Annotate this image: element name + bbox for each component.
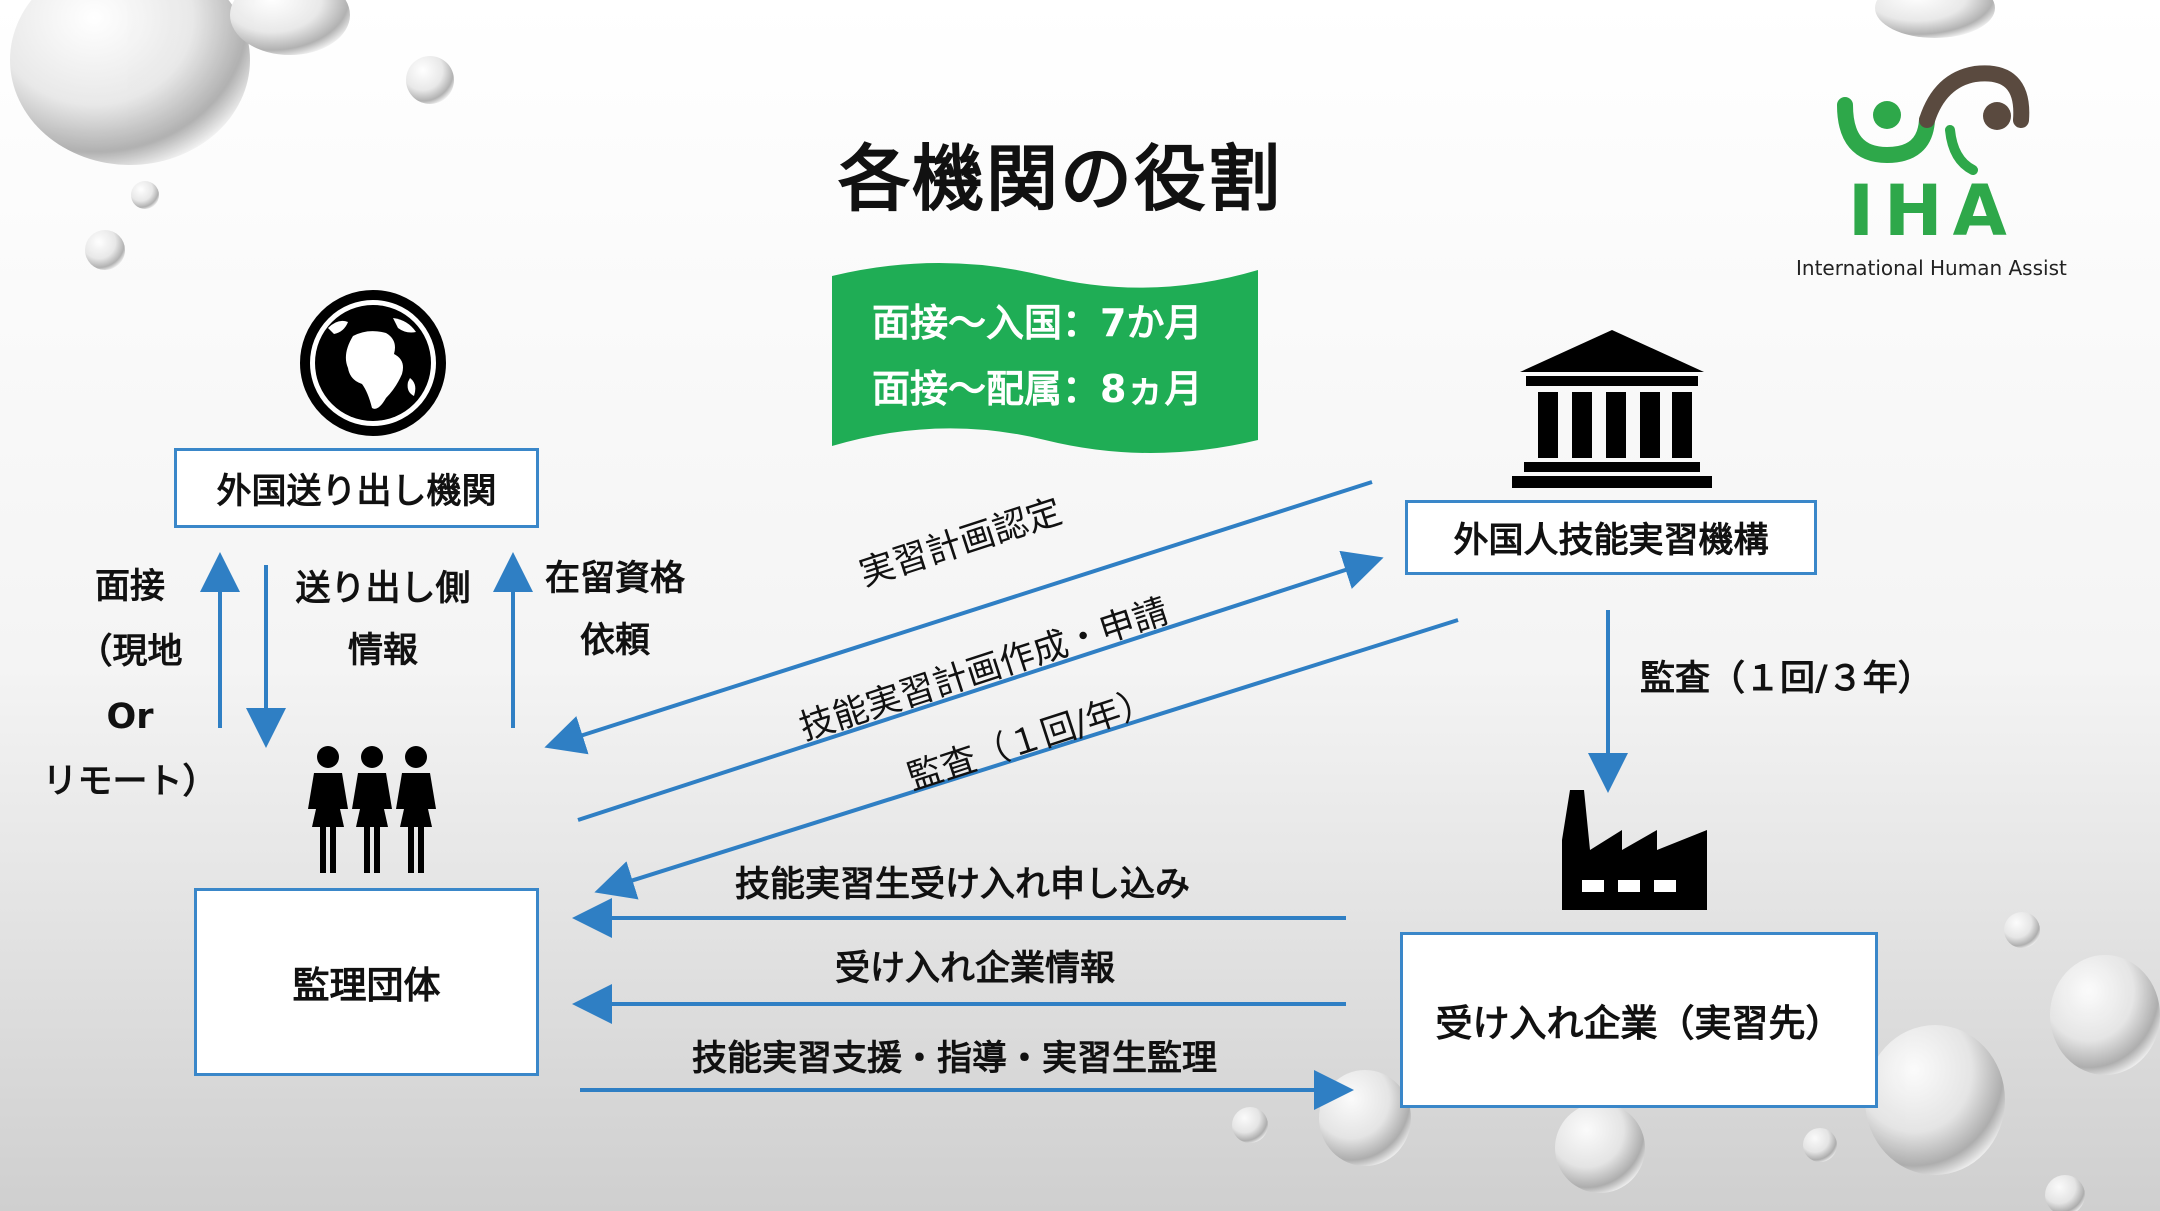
water-droplets: [10, 0, 2160, 1211]
sending-info-label: 送り出し側 情報: [278, 558, 488, 682]
residence-label: 在留資格 依頼: [530, 548, 700, 672]
host-company-box: 受け入れ企業（実習先）: [1400, 932, 1878, 1108]
residence-label-line: 在留資格: [544, 559, 685, 599]
support-label: 技能実習支援・指導・実習生監理: [692, 1039, 1218, 1079]
interview-label-line: Or: [106, 697, 154, 737]
banner-line-2: 面接〜配属：8ヵ月: [872, 367, 1203, 411]
supervising-organization-label: 監理団体: [292, 964, 441, 1007]
sending-organization-label: 外国送り出し機関: [216, 471, 497, 512]
logo-subtitle: International Human Assist: [1796, 256, 2067, 280]
factory-icon: [1562, 790, 1707, 910]
application-label: 技能実習生受け入れ申し込み: [735, 865, 1191, 905]
sending-info-label-line: 送り出し側: [295, 569, 471, 609]
interview-label-line: （現地: [77, 632, 183, 672]
otit-label: 外国人技能実習機構: [1453, 521, 1769, 561]
arrow-certification: [544, 480, 1373, 755]
sending-info-label-line: 情報: [347, 631, 418, 671]
timeline-banner: [832, 263, 1258, 453]
arrow-plan-application: [577, 550, 1384, 822]
arrow-audit-yearly: [594, 618, 1459, 900]
logo-letters: IHA: [1848, 170, 2017, 252]
interview-label-line: 面接: [94, 567, 165, 607]
otit-box: 外国人技能実習機構: [1405, 500, 1817, 575]
iha-logo-icon: [1837, 65, 2030, 175]
host-company-label: 受け入れ企業（実習先）: [1435, 1002, 1843, 1045]
interview-label-line: リモート）: [42, 762, 218, 802]
page-title: 各機関の役割: [838, 137, 1283, 221]
audit-three-years-label: 監査（１回/３年）: [1640, 659, 1933, 699]
institution-icon: [1512, 330, 1712, 488]
sending-organization-box: 外国送り出し機関: [174, 448, 539, 528]
company-info-label: 受け入れ企業情報: [835, 949, 1116, 989]
supervising-organization-box: 監理団体: [194, 888, 539, 1076]
interview-label: 面接 （現地 Or リモート）: [20, 555, 240, 815]
people-icon: [308, 746, 436, 873]
globe-icon: [300, 290, 446, 436]
banner-line-1: 面接〜入国：7か月: [872, 301, 1203, 345]
residence-label-line: 依頼: [579, 621, 650, 661]
